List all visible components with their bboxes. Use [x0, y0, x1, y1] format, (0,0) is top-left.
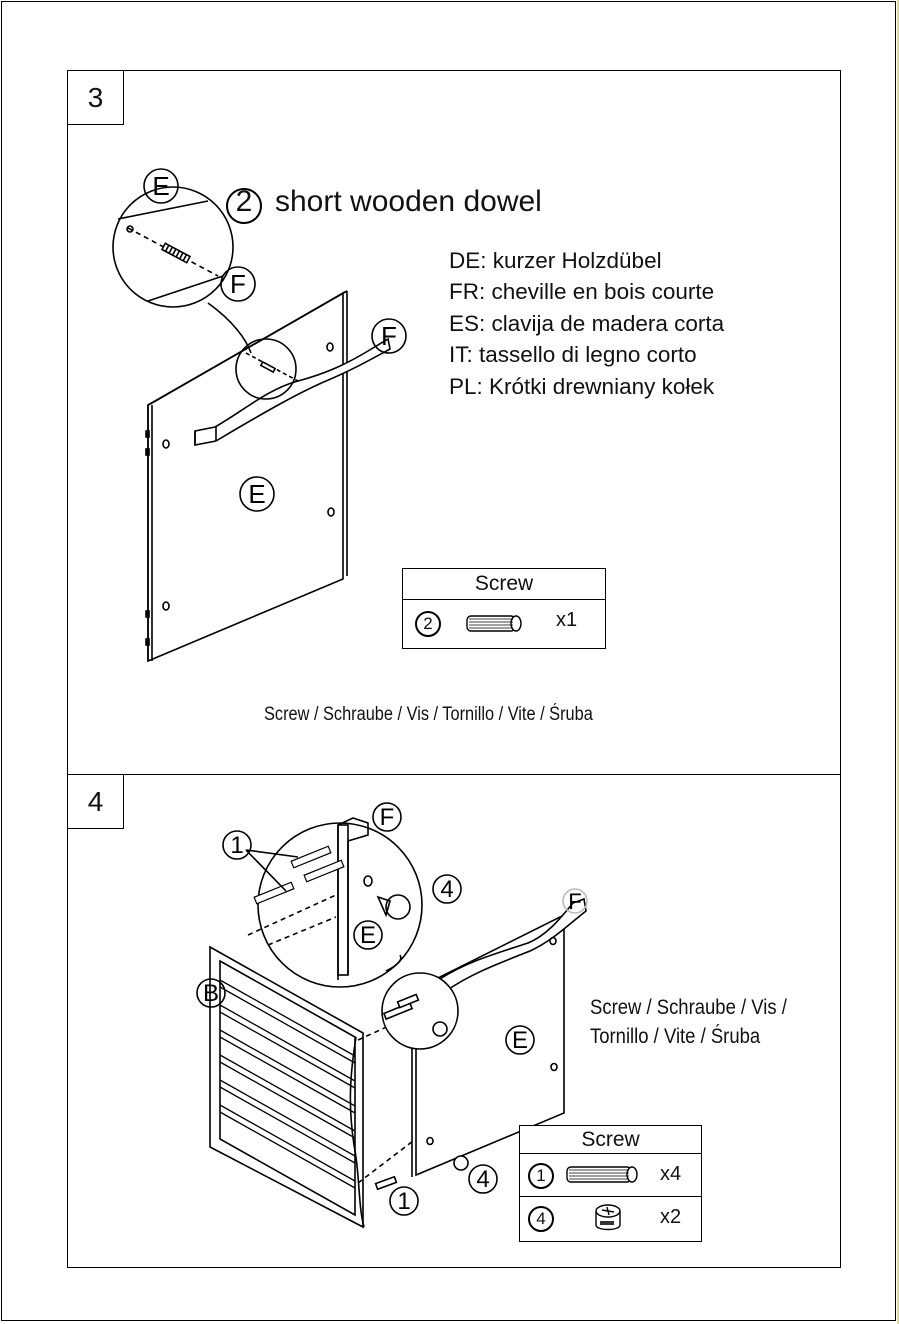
step-3-title: short wooden dowel	[275, 185, 542, 218]
label-f-rail: F	[568, 889, 581, 914]
label-f-rail: F	[381, 321, 397, 351]
quantity: x1	[556, 609, 578, 631]
legend-row: 4 x2	[520, 1197, 701, 1240]
step-3-caption: Screw / Schraube / Vis / Tornillo / Vite…	[264, 704, 593, 725]
step-3-parts-legend: Screw 2 x1	[402, 568, 606, 649]
translation-de: DE: kurzer Holzdübel	[449, 248, 662, 273]
cam-lock-icon	[595, 1204, 621, 1231]
label-dowel-lower: 1	[397, 1188, 410, 1215]
step-3-illustration: E F F E	[112, 168, 407, 663]
step-4-number: 4	[68, 775, 124, 829]
legend-header: Screw	[520, 1126, 701, 1154]
quantity: x4	[660, 1163, 682, 1185]
label-dowel-callout: 1	[230, 832, 243, 859]
label-e-panel: E	[248, 479, 265, 509]
translation-fr: FR: cheville en bois courte	[449, 279, 715, 304]
translation-es: ES: clavija de madera corta	[449, 311, 725, 336]
step-4-panel: 4	[67, 774, 841, 1268]
quantity: x2	[660, 1206, 682, 1228]
step-3-number: 3	[68, 71, 124, 125]
step-3-panel: 3	[67, 70, 841, 776]
rail-f	[415, 897, 587, 998]
translation-pl: PL: Krótki drewniany kołek	[449, 374, 715, 399]
label-b-panel: B	[203, 980, 219, 1007]
label-e-panel: E	[512, 1027, 528, 1054]
label-cam-lower: 4	[476, 1166, 489, 1193]
part-number: 1	[528, 1163, 554, 1189]
title-part-number: 2	[235, 185, 253, 218]
legend-header: Screw	[403, 569, 605, 600]
legend-row: 2 x1	[403, 600, 605, 648]
step-4-parts-legend: Screw 1 x4 4	[519, 1125, 702, 1242]
label-e-detail: E	[360, 922, 376, 949]
page-edge-accent	[897, 0, 899, 1324]
wooden-dowel-icon	[566, 1166, 638, 1183]
label-cam-callout: 4	[440, 876, 453, 903]
rail-f	[194, 337, 391, 446]
label-f-detail: F	[230, 269, 246, 299]
part-number: 4	[528, 1206, 554, 1232]
label-f-detail: F	[380, 804, 395, 831]
part-number: 2	[415, 611, 441, 637]
step-4-caption-line2: Tornillo / Vite / Śruba	[590, 1025, 761, 1048]
step-4-caption-line1: Screw / Schraube / Vis /	[590, 996, 787, 1019]
label-e-top: E	[152, 171, 169, 201]
step-4-illustration: 1 F 4 E F B E 4 1	[196, 802, 588, 1229]
translation-it: IT: tassello di legno corto	[449, 342, 697, 367]
legend-row: 1 x4	[520, 1154, 701, 1197]
wooden-dowel-icon	[466, 615, 522, 632]
